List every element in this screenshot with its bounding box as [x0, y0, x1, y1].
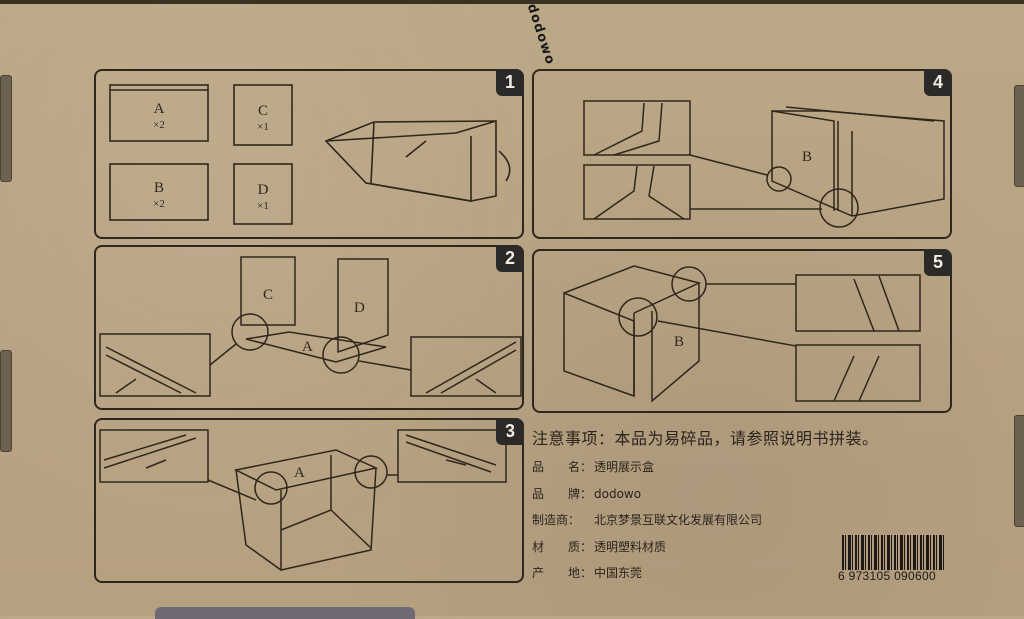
- part-d-qty: ×1: [257, 200, 269, 212]
- panel-a-label: A: [302, 339, 313, 355]
- info-key: 产: [532, 566, 545, 580]
- part-b-qty: ×2: [153, 198, 165, 210]
- info-row-origin: 产 地： 中国东莞: [532, 563, 952, 590]
- left-handhole-bottom: [0, 350, 12, 452]
- step-5-badge: 5: [924, 249, 952, 276]
- info-value: 北京梦景互联文化发展有限公司: [594, 513, 763, 527]
- part-a-label: A: [154, 101, 165, 117]
- info-row-brand: 品 牌： dodowo: [532, 484, 952, 511]
- barcode: 6 973105 090600: [838, 535, 948, 585]
- info-key: 材: [532, 539, 545, 554]
- info-value: 中国东莞: [594, 566, 643, 580]
- info-row-product-name: 品 名： 透明展示盒: [532, 457, 952, 484]
- panel-a-label: A: [294, 465, 305, 481]
- info-key: ：: [568, 513, 581, 527]
- barcode-number: 6 973105 090600: [838, 569, 936, 583]
- info-value: 透明展示盒: [594, 460, 655, 474]
- info-key: 牌：: [567, 486, 592, 501]
- info-key: 地：: [567, 566, 592, 580]
- panel-d-label: D: [354, 300, 365, 316]
- step-5-panel: 5 B: [532, 249, 952, 413]
- step-4-diagram: B: [583, 100, 945, 228]
- step-5-diagram: B: [563, 265, 921, 403]
- info-key: 制造商: [532, 513, 569, 527]
- bottom-shadow: [155, 607, 415, 619]
- info-value: 透明塑料材质: [594, 539, 667, 554]
- part-a-qty: ×2: [153, 119, 165, 131]
- info-key: 名：: [567, 460, 592, 474]
- product-info: 注意事项：本品为易碎品，请参照说明书拼装。 品名： 透明展示盒 品牌： dodo…: [532, 425, 952, 590]
- step-2-panel: 2 C D A: [94, 245, 524, 410]
- info-key: 质：: [567, 539, 592, 554]
- panel-c-label: C: [263, 287, 273, 303]
- left-handhole-top: [0, 75, 12, 182]
- step-3-diagram: A: [99, 429, 507, 572]
- fragile-warning: 注意事项：本品为易碎品，请参照说明书拼装。: [532, 429, 879, 448]
- info-key: 品: [532, 460, 545, 474]
- info-value: dodowo: [594, 486, 642, 501]
- part-c-label: C: [258, 103, 268, 119]
- box-top-edge: [0, 0, 1024, 4]
- part-d-label: D: [258, 182, 269, 198]
- step-2-diagram: C D A: [99, 256, 522, 397]
- step-1-panel: 1 A ×2 C ×1 B ×2 D ×1: [94, 69, 524, 239]
- info-key: 品: [532, 486, 545, 501]
- step-1-badge: 1: [496, 69, 524, 96]
- barcode-bars: [842, 535, 946, 570]
- step-4-panel: 4 B: [532, 69, 952, 239]
- panel-b-label: B: [802, 149, 812, 165]
- step-3-badge: 3: [496, 418, 524, 445]
- step-4-badge: 4: [924, 69, 952, 96]
- part-c-qty: ×1: [257, 121, 269, 133]
- info-row-material: 材 质： 透明塑料材质: [532, 537, 952, 564]
- step-3-panel: 3 A: [94, 418, 524, 583]
- panel-b-label: B: [674, 334, 684, 350]
- step-2-badge: 2: [496, 245, 524, 272]
- right-handhole-bottom: [1014, 415, 1024, 527]
- step-1-diagram: A ×2 C ×1 B ×2 D ×1: [109, 84, 511, 225]
- part-b-label: B: [154, 180, 164, 196]
- right-handhole-top: [1014, 85, 1024, 187]
- info-row-manufacturer: 制造商： 北京梦景互联文化发展有限公司: [532, 510, 952, 537]
- brand-mark: dodowo: [523, 2, 558, 67]
